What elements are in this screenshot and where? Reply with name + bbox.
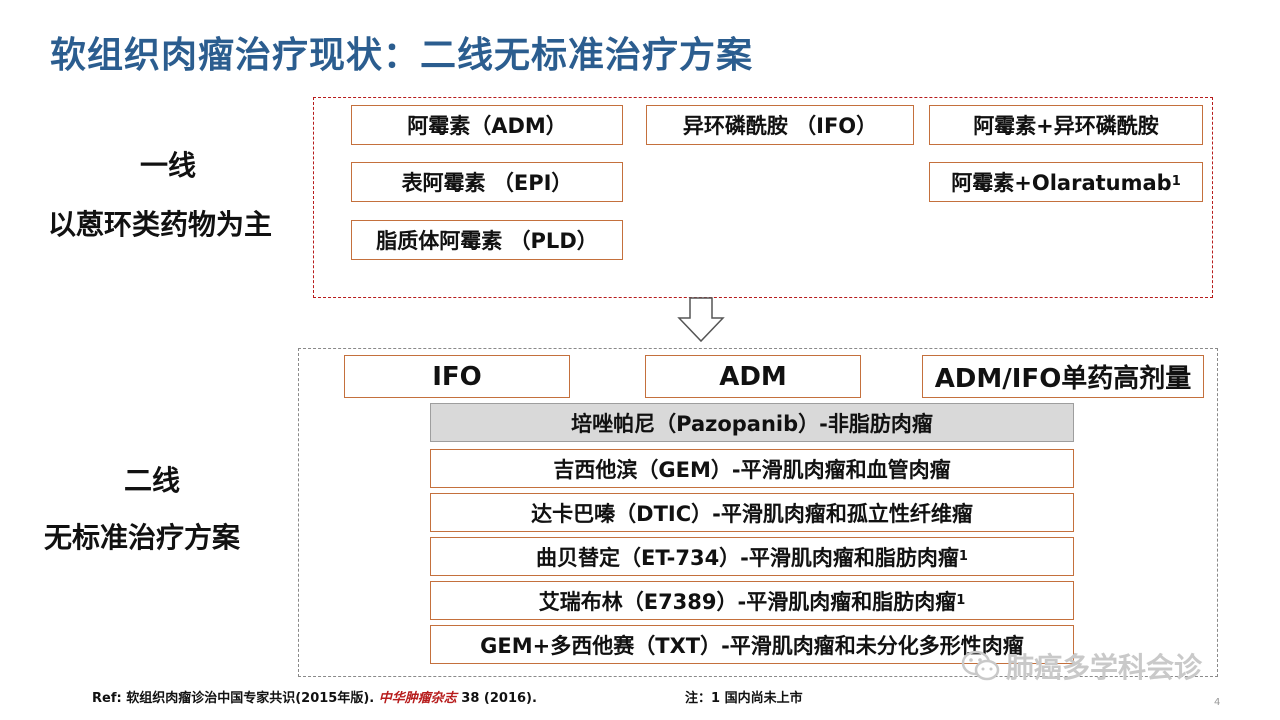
second-line-highlight-pazopanib: 培唑帕尼（Pazopanib）-非脂肪肉瘤 <box>430 403 1074 442</box>
second-line-item-high-dose: ADM/IFO单药高剂量 <box>922 355 1204 398</box>
item-text: 达卡巴嗪（DTIC）-平滑肌肉瘤和孤立性纤维瘤 <box>531 501 973 526</box>
item-text: GEM+多西他赛（TXT）-平滑肌肉瘤和未分化多形性肉瘤 <box>480 633 1024 658</box>
item-text: ADM/IFO单药高剂量 <box>934 364 1192 394</box>
item-text: 表阿霉素 （EPI） <box>401 171 573 195</box>
second-line-label: 二线 <box>124 464 181 497</box>
first-line-group <box>313 97 1213 298</box>
second-line-item-adm: ADM <box>645 355 861 398</box>
first-line-item-adm-ifo: 阿霉素+异环磷酰胺 <box>929 105 1203 145</box>
first-line-item-adm: 阿霉素（ADM） <box>351 105 623 145</box>
item-text: 艾瑞布林（E7389）-平滑肌肉瘤和脂肪肉瘤 <box>538 589 957 614</box>
item-text: 异环磷酰胺 （IFO） <box>682 114 878 138</box>
footnote: 注：1 国内尚未上市 <box>685 691 803 706</box>
item-text: ADM <box>719 361 787 392</box>
reference-suffix: 38 (2016). <box>456 691 537 706</box>
item-text: 脂质体阿霉素 （PLD） <box>376 229 598 253</box>
second-line-item-dtic: 达卡巴嗪（DTIC）-平滑肌肉瘤和孤立性纤维瘤 <box>430 493 1074 532</box>
first-line-item-ifo: 异环磷酰胺 （IFO） <box>646 105 914 145</box>
second-line-item-gem: 吉西他滨（GEM）-平滑肌肉瘤和血管肉瘤 <box>430 449 1074 488</box>
first-line-item-epi: 表阿霉素 （EPI） <box>351 162 623 202</box>
item-text: 曲贝替定（ET-734）-平滑肌肉瘤和脂肪肉瘤 <box>536 545 959 570</box>
first-line-label: 一线 <box>140 149 197 182</box>
item-text: 阿霉素+异环磷酰胺 <box>973 114 1159 138</box>
wechat-icon <box>961 650 1000 681</box>
second-line-group <box>298 348 1218 677</box>
item-text: 吉西他滨（GEM）-平滑肌肉瘤和血管肉瘤 <box>553 457 951 482</box>
page-title: 软组织肉瘤治疗现状：二线无标准治疗方案 <box>50 35 754 76</box>
page-number: 4 <box>1214 697 1221 708</box>
second-line-item-ifo: IFO <box>344 355 570 398</box>
item-text: 阿霉素（ADM） <box>407 114 567 138</box>
down-arrow-icon <box>677 297 725 343</box>
watermark-text: 肺癌多学科会诊 <box>1006 651 1203 684</box>
reference-journal: 中华肿瘤杂志 <box>378 691 457 706</box>
reference: Ref: 软组织肉瘤诊治中国专家共识(2015年版). 中华肿瘤杂志 38 (2… <box>92 687 537 706</box>
item-text: 阿霉素+Olaratumab <box>951 171 1172 195</box>
item-text: 培唑帕尼（Pazopanib）-非脂肪肉瘤 <box>571 411 933 436</box>
item-text: IFO <box>432 361 482 392</box>
first-line-sub-label: 以蒽环类药物为主 <box>48 208 273 241</box>
reference-prefix: Ref: 软组织肉瘤诊治中国专家共识(2015年版). <box>92 691 379 706</box>
second-line-item-gem-txt: GEM+多西他赛（TXT）-平滑肌肉瘤和未分化多形性肉瘤 <box>430 625 1074 664</box>
watermark: 肺癌多学科会诊 <box>960 646 1202 686</box>
second-line-sub-label: 无标准治疗方案 <box>44 521 241 554</box>
first-line-item-pld: 脂质体阿霉素 （PLD） <box>351 220 623 260</box>
